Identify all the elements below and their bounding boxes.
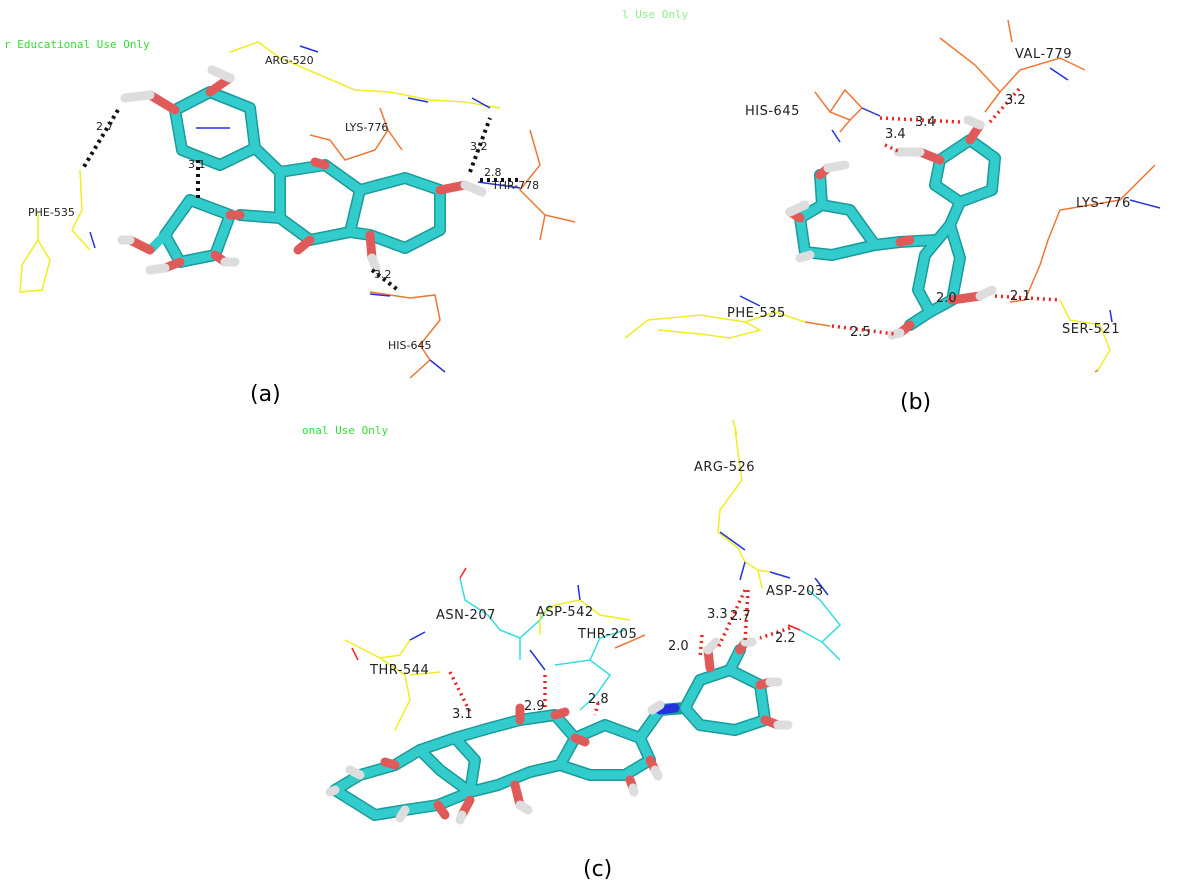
panel-c-residue-4: ASP-542: [536, 605, 594, 620]
panel-a-residue-1: ARG-520: [265, 54, 314, 67]
panel-b-distance-5: 2.1: [1010, 289, 1031, 304]
panel-c-drawing: 3.3 2.7 2.0 2.2 2.9 2.8 3.1 ARG-526 ASP-…: [325, 419, 842, 825]
panel-b-ligand: [785, 115, 1001, 340]
panel-b-residue-5: SER-521: [1062, 322, 1120, 337]
panel-b-drawing: 3.2 3.4 3.4 2.5 2.1 2.0 VAL-779 HIS-645 …: [624, 19, 1161, 373]
panel-a-distance-5: 3.2: [374, 268, 392, 281]
panel-a-hbonds: [80, 108, 520, 292]
panel-c-residue-2: ASP-203: [766, 584, 824, 599]
panel-c-distance-4: 2.2: [775, 631, 796, 646]
panel-a-distance-4: 2.8: [484, 166, 502, 179]
panel-a-residue-4: PHE-535: [28, 206, 75, 219]
panel-c-hbonds: [448, 589, 791, 716]
panel-c-residue-3: ASN-207: [436, 608, 496, 623]
panel-a-caption: (a): [250, 382, 281, 407]
panel-a-drawing: 2.7 3.1 3.2 2.8 3.2 ARG-520 LYS-776 THR-…: [19, 41, 576, 379]
panel-b-distance-6: 2.0: [936, 291, 957, 306]
panel-c-ligand: [325, 637, 793, 825]
panel-b-residue-lines: [624, 19, 1161, 373]
panel-b-distance-1: 3.2: [1005, 93, 1026, 108]
panel-b-hbonds: [831, 86, 1061, 336]
panel-a-distance-2: 3.1: [188, 158, 206, 171]
panel-a-residue-lines: [19, 41, 576, 379]
panel-b-distance-3: 3.4: [885, 127, 906, 142]
panel-c-distance-6: 2.8: [588, 692, 609, 707]
watermark-top-center: l Use Only: [622, 8, 689, 21]
panel-b-residue-1: VAL-779: [1015, 47, 1072, 62]
panel-c-residue-lines: [344, 419, 842, 731]
panel-c-distance-1: 3.3: [707, 607, 728, 622]
panel-b-distance-4: 2.5: [850, 325, 871, 340]
panel-b-residue-4: PHE-535: [727, 306, 786, 321]
panel-c-caption: (c): [583, 857, 613, 882]
panel-a-distance-3: 3.2: [470, 140, 488, 153]
panel-a-residue-2: LYS-776: [345, 121, 388, 134]
panel-c-distance-3: 2.0: [668, 639, 689, 654]
panel-c-distance-5: 2.9: [524, 699, 545, 714]
panel-b-residue-3: LYS-776: [1076, 196, 1131, 211]
panel-c-distance-7: 3.1: [452, 707, 473, 722]
panel-a-residue-5: HIS-645: [388, 339, 431, 352]
panel-a-residue-3: THR-778: [491, 179, 539, 192]
watermark-panel-c: onal Use Only: [302, 424, 389, 437]
panel-c-residue-1: ARG-526: [694, 460, 755, 475]
panel-c-residue-5: THR-205: [577, 627, 637, 642]
panel-b-distance-2: 3.4: [915, 115, 936, 130]
panel-c-residue-6: THR-544: [369, 663, 429, 678]
panel-b-residue-2: HIS-645: [745, 104, 800, 119]
panel-a-distance-1: 2.7: [96, 120, 114, 133]
panel-c: 3.3 2.7 2.0 2.2 2.9 2.8 3.1 ARG-526 ASP-…: [0, 419, 1195, 888]
watermark-panel-a: r Educational Use Only: [4, 38, 150, 51]
panel-b-caption: (b): [900, 390, 932, 415]
panel-a: 2.7 3.1 3.2 2.8 3.2 ARG-520 LYS-776 THR-…: [0, 0, 590, 407]
panel-a-ligand: [117, 65, 487, 275]
panel-b: 3.2 3.4 3.4 2.5 2.1 2.0 VAL-779 HIS-645 …: [600, 0, 1195, 420]
panel-c-distance-2: 2.7: [730, 609, 751, 624]
